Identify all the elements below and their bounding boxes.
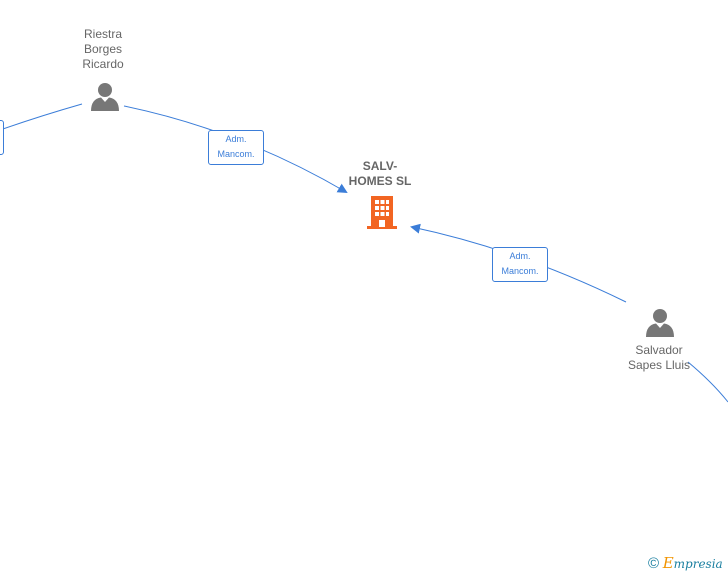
brand-credit: © Empresia <box>648 554 723 573</box>
edge-salvador-to-offscreen <box>687 361 728 403</box>
person-name-salvador: Salvador Sapes Lluis <box>627 343 691 372</box>
copyright-icon: © <box>648 555 660 572</box>
relation-label-riestra: Adm. Mancom. <box>208 130 264 165</box>
relation-label-salvador: Adm. Mancom. <box>492 247 548 282</box>
edge-offscreen-to-riestra <box>0 103 83 131</box>
brand-name: mpresia <box>673 557 723 571</box>
person-name-riestra: Riestra Borges Ricardo <box>82 27 124 71</box>
building-icon[interactable] <box>365 194 399 235</box>
company-name: SALV- HOMES SL <box>348 159 412 188</box>
edge-label-offscreen <box>0 120 4 155</box>
person-icon[interactable] <box>90 82 120 117</box>
brand-initial: E <box>662 554 674 572</box>
person-icon[interactable] <box>645 308 675 343</box>
